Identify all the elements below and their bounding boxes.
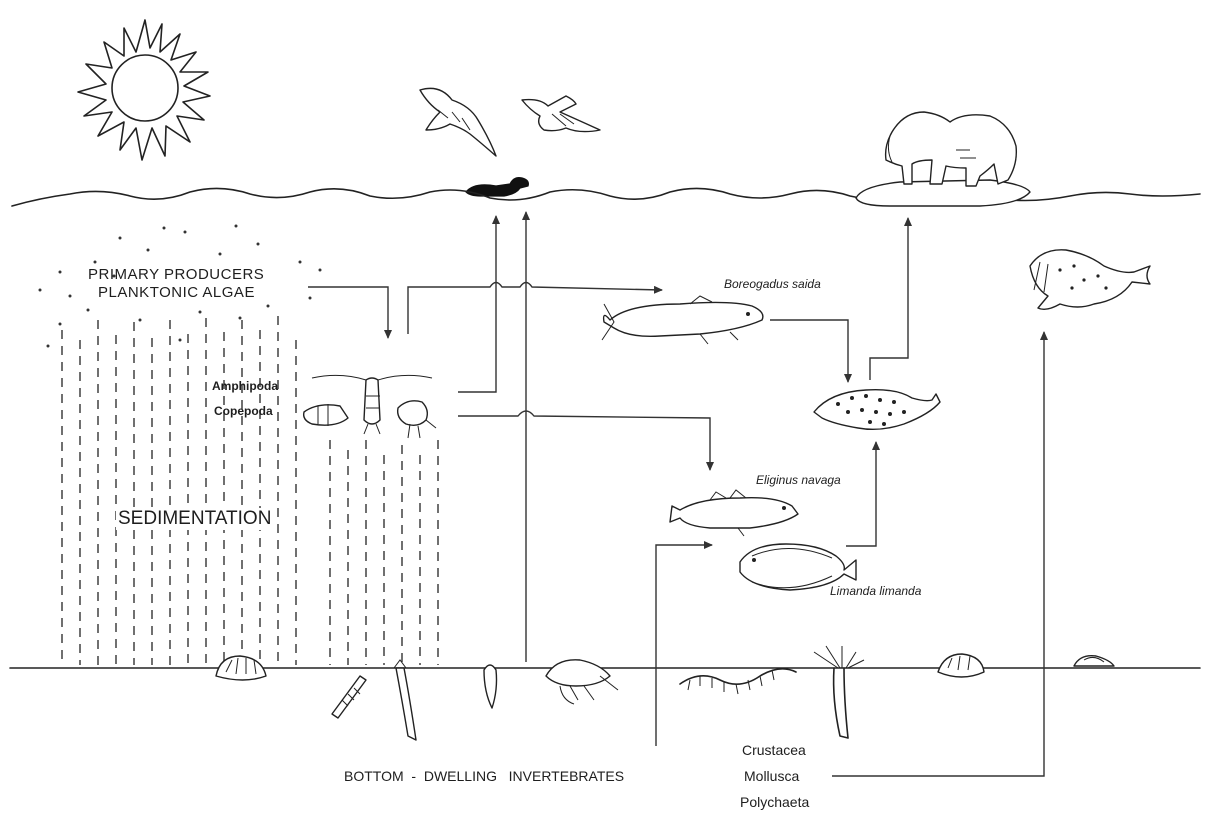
eliginus-label: Eliginus navaga xyxy=(756,473,841,487)
primary-producers-label: PRIMARY PRODUCERS xyxy=(88,266,264,283)
limanda-label: Limanda limanda xyxy=(830,584,921,598)
seal-icon xyxy=(814,390,940,430)
walrus-icon xyxy=(1030,250,1150,310)
polar-cod-icon xyxy=(602,296,763,344)
arrow-seal-to-bear xyxy=(870,218,908,380)
clam-icon xyxy=(938,654,984,677)
gull-icon xyxy=(420,88,496,156)
amphipoda-label: Amphipoda xyxy=(212,379,278,393)
arrow-polar-cod-to-seal xyxy=(770,320,848,382)
copepod-icon xyxy=(304,404,348,426)
planktonic-algae-label: PLANKTONIC ALGAE xyxy=(98,284,255,301)
arrow-fish-to-seal xyxy=(846,442,876,546)
polychaeta-label: Polychaeta xyxy=(740,794,809,810)
sedimentation-label: SEDIMENTATION xyxy=(116,508,273,530)
shrimp-icon xyxy=(546,660,618,704)
bottom-dwelling-label: BOTTOM - DWELLING INVERTEBRATES xyxy=(344,768,624,784)
arrow-benthos-to-fish xyxy=(656,545,712,746)
tern-icon xyxy=(522,96,600,132)
sea-cucumber-icon xyxy=(484,665,497,708)
food-web-arrows xyxy=(308,212,1044,776)
tube-worm-icon xyxy=(332,660,416,740)
polychaete-icon xyxy=(814,646,864,738)
crustacea-label: Crustacea xyxy=(742,742,806,758)
arrow-producers-to-zooplankton xyxy=(308,287,388,338)
arrow-zooplankton-to-birds xyxy=(458,216,496,392)
boreogadus-label: Boreogadus saida xyxy=(724,277,821,291)
mollusca-label: Mollusca xyxy=(744,768,799,784)
arrow-zooplankton-to-navaga xyxy=(458,411,710,470)
polar-bear-icon xyxy=(856,112,1030,206)
shrimp-icon xyxy=(398,401,436,438)
sun-icon xyxy=(78,20,210,160)
navaga-fish-icon xyxy=(670,490,798,536)
worm-icon xyxy=(680,669,796,694)
snail-icon xyxy=(1074,656,1114,666)
sedimentation-lines xyxy=(62,316,438,665)
copepoda-label: Copepoda xyxy=(214,404,273,418)
